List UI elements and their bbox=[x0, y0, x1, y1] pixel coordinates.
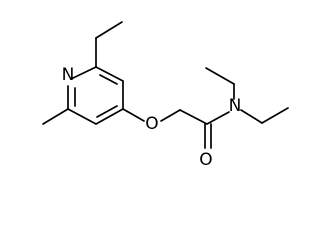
bond-c3-ether-o bbox=[122, 108, 145, 122]
atom-label-carbonyl-oxygen: O bbox=[199, 150, 212, 170]
atom-label-ether-oxygen: O bbox=[145, 114, 158, 134]
bond-ethyl1-ch2-ch3 bbox=[205, 67, 235, 85]
bond-ch2-carbonyl-c bbox=[179, 109, 208, 125]
bond-c2-c3 bbox=[95, 66, 124, 82]
bond-ether-o-ch2 bbox=[160, 109, 181, 122]
bond-carbonyl-c-amide-n bbox=[206, 111, 230, 125]
bond-ethyl2-ch2-ch3 bbox=[261, 107, 289, 124]
bond-amide-n-ethyl2-ch2 bbox=[240, 109, 263, 124]
bond-c2-c3-inner bbox=[99, 74, 118, 85]
atom-label-amide-nitrogen: N bbox=[229, 96, 242, 116]
bond-n1-c2 bbox=[70, 66, 97, 80]
bond-c4-c5-inner bbox=[96, 105, 118, 118]
bond-c5-c6 bbox=[67, 108, 97, 125]
atom-label-ring-nitrogen: N bbox=[62, 65, 75, 85]
molecule-diagram: N O N O bbox=[42, 21, 289, 170]
bond-ethyl-ch2-ch3 bbox=[95, 21, 123, 39]
bond-c4-c5 bbox=[95, 108, 124, 125]
structure-canvas: N O N O bbox=[42, 21, 289, 170]
bond-c6-methyl bbox=[42, 108, 69, 125]
